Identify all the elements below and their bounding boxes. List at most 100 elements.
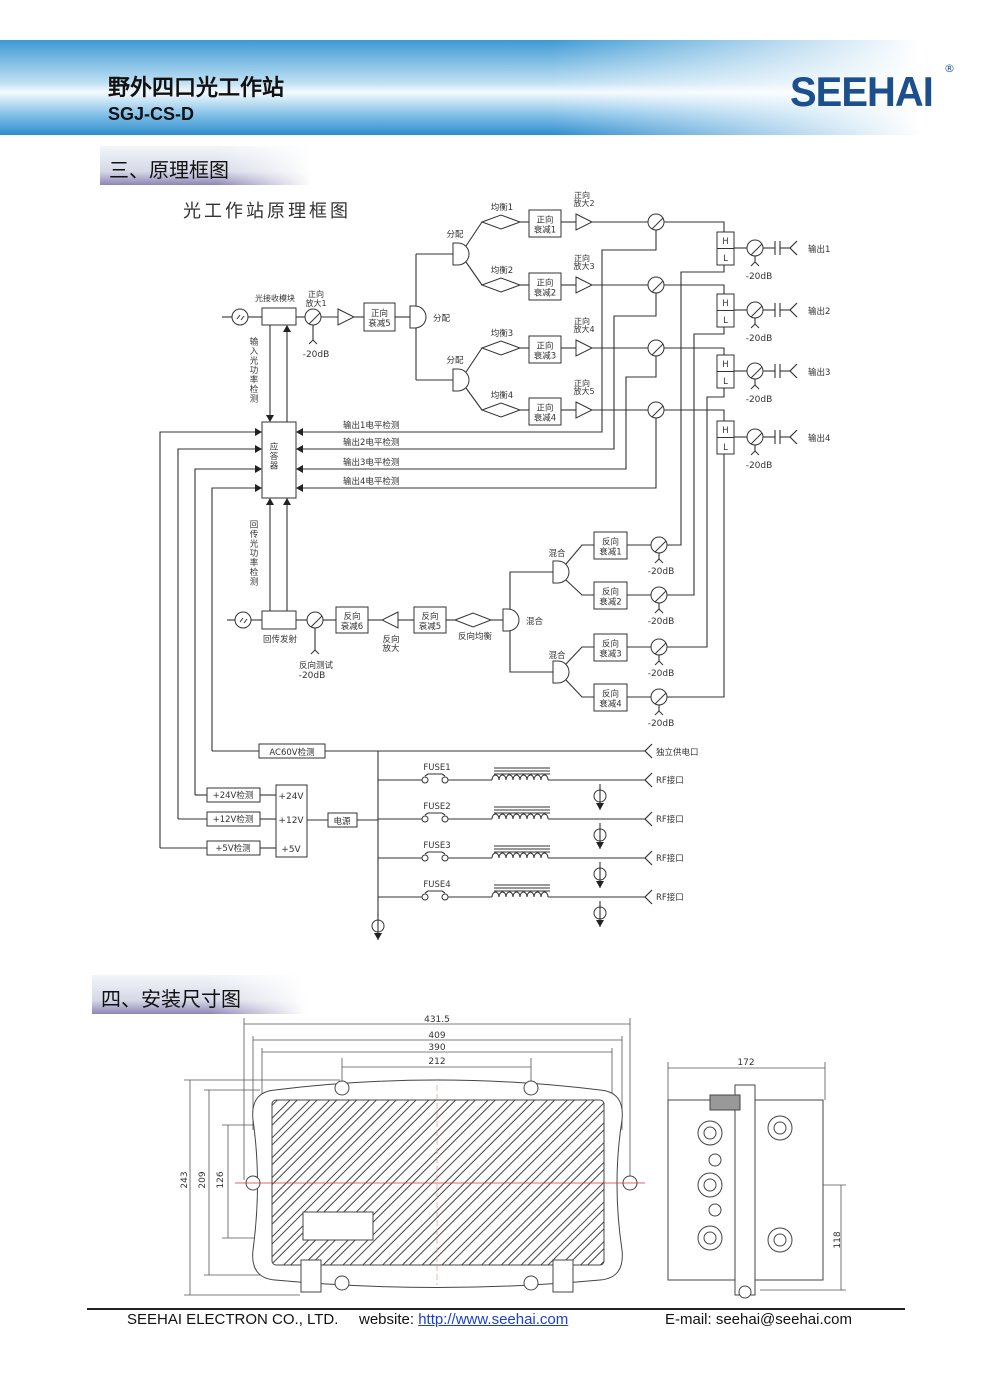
return-transmitter-box <box>261 610 297 630</box>
fuse-icon <box>421 776 429 784</box>
reverse-attenuator-3-label: 反向 <box>602 639 619 650</box>
arrow-icon <box>266 498 274 505</box>
dim-width-212: 212 <box>428 1057 445 1067</box>
output-coupler-2-icon <box>647 276 665 294</box>
output-test-coupler-icon <box>746 301 764 319</box>
reverse-tap-db: -20dB <box>648 669 675 679</box>
arrow-icon <box>283 498 291 505</box>
reverse-attenuator-6 <box>335 606 369 634</box>
level-detect-label: 输出1电平检测 <box>343 420 399 431</box>
coupler-diagonal <box>750 305 763 318</box>
forward-amp1-coupler <box>304 308 322 326</box>
rf-port-label: RF接口 <box>656 892 684 903</box>
wire <box>664 221 725 232</box>
reverse-attenuator-4-label: 衰减4 <box>599 699 621 710</box>
website-label: website: <box>359 1311 415 1328</box>
reverse-eq-label: 反向均衡 <box>458 631 493 642</box>
coupler-diagonal <box>651 217 664 230</box>
fuse-link <box>424 890 446 894</box>
diplexer-l-label: L <box>723 443 728 453</box>
inductor-icon <box>491 774 549 781</box>
combiner-label: 混合 <box>526 616 544 627</box>
splitter-label: 分配 <box>446 356 464 366</box>
forward-amp-3-icon <box>575 276 594 294</box>
reverse-tap-db: -20dB <box>648 617 675 627</box>
wire <box>465 387 483 411</box>
test-port-icon <box>750 261 760 267</box>
reverse-attenuator-4-label: 反向 <box>602 689 619 700</box>
reverse-amp-label: 反向 <box>382 634 399 645</box>
website-link[interactable]: http://www.seehai.com <box>418 1311 569 1328</box>
registered-mark: ® <box>944 62 955 75</box>
wire <box>565 646 594 665</box>
footer-email: E-mail: seehai@seehai.com <box>665 1311 852 1328</box>
coupler-diagonal <box>654 642 667 655</box>
fuse-label: FUSE2 <box>423 802 450 812</box>
reverse-attenuator-6-label: 反向 <box>343 611 360 622</box>
optical-output-icon <box>234 611 252 629</box>
reverse-coupler-4-icon <box>650 688 668 706</box>
rail-label: +12V <box>278 816 304 826</box>
arrow-icon <box>266 415 274 422</box>
output-label: 输出1 <box>808 244 830 255</box>
equalizer-2-icon <box>480 277 522 293</box>
level-detect-label: 输出4电平检测 <box>343 476 399 487</box>
forward-amp-5-icon <box>575 401 594 419</box>
combiner-label: 混合 <box>548 650 566 661</box>
reverse-attenuator-1-label: 衰减1 <box>599 547 621 558</box>
wire <box>465 221 483 247</box>
dim-depth-172: 172 <box>737 1058 754 1068</box>
monitor-wire <box>159 431 255 848</box>
optical-rays <box>239 617 248 624</box>
reverse-coupler-2-icon <box>650 586 668 604</box>
output-label: 输出4 <box>808 433 830 444</box>
surge-arrow <box>596 920 604 927</box>
diplexer-h-label: H <box>722 426 728 436</box>
surge-arrow <box>374 933 382 940</box>
optical-receiver-module <box>261 307 297 326</box>
equalizer-label: 均衡2 <box>491 265 513 276</box>
output-coupler-3-icon <box>647 339 665 357</box>
forward-attenuator-2-label: 衰减2 <box>534 288 556 299</box>
forward-attenuator-2-label: 正向 <box>536 278 553 289</box>
reverse-attenuator-3 <box>593 633 628 662</box>
arrow-icon <box>255 445 262 453</box>
level-detect-arrow <box>296 428 303 436</box>
wire <box>664 284 725 294</box>
reverse-attenuator-2-label: 反向 <box>602 587 619 598</box>
diplexer-h-label: H <box>722 360 728 370</box>
forward-amp-2-icon <box>575 213 594 231</box>
level-detect-label: 输出3电平检测 <box>343 457 399 468</box>
output-test-coupler-icon <box>746 362 764 380</box>
level-detect-wire <box>300 293 657 450</box>
fuse-icon <box>421 815 429 823</box>
forward-attenuator-4 <box>528 397 562 426</box>
transponder-label: 应答器 <box>268 441 278 470</box>
test-port-icon <box>750 384 760 390</box>
fuse-link <box>424 773 446 777</box>
forward-attenuator-3-label: 衰减3 <box>534 351 556 362</box>
equalizer-label: 均衡1 <box>491 202 513 213</box>
wire <box>465 261 483 286</box>
level-detect-wire <box>300 418 657 489</box>
fuse-link <box>424 812 446 816</box>
equalizer-4-icon <box>480 402 522 418</box>
product-model: SGJ-CS-D <box>108 104 195 124</box>
coupler-diagonal <box>750 243 763 256</box>
external-power-connector-icon <box>644 743 653 759</box>
dim-width-409: 409 <box>428 1031 445 1041</box>
fwd-amp1-label: 放大1 <box>305 298 326 308</box>
reverse-coupler-3-icon <box>650 638 668 656</box>
combiner-label: 混合 <box>548 548 566 559</box>
rf-port-label: RF接口 <box>656 775 684 786</box>
reverse-tap-db: -20dB <box>648 719 675 729</box>
fuse-label: FUSE4 <box>423 880 450 890</box>
forward-attenuator-2 <box>528 272 562 301</box>
fwd-amp-label: 正向 <box>574 190 590 200</box>
test-port-icon <box>654 608 664 614</box>
forward-amp-icon <box>337 308 356 326</box>
reverse-attenuator-6-label: 衰减6 <box>341 621 363 632</box>
test-port-icon <box>750 450 760 456</box>
coupler-diagonal <box>310 615 323 628</box>
output-connector-icon <box>789 240 798 256</box>
